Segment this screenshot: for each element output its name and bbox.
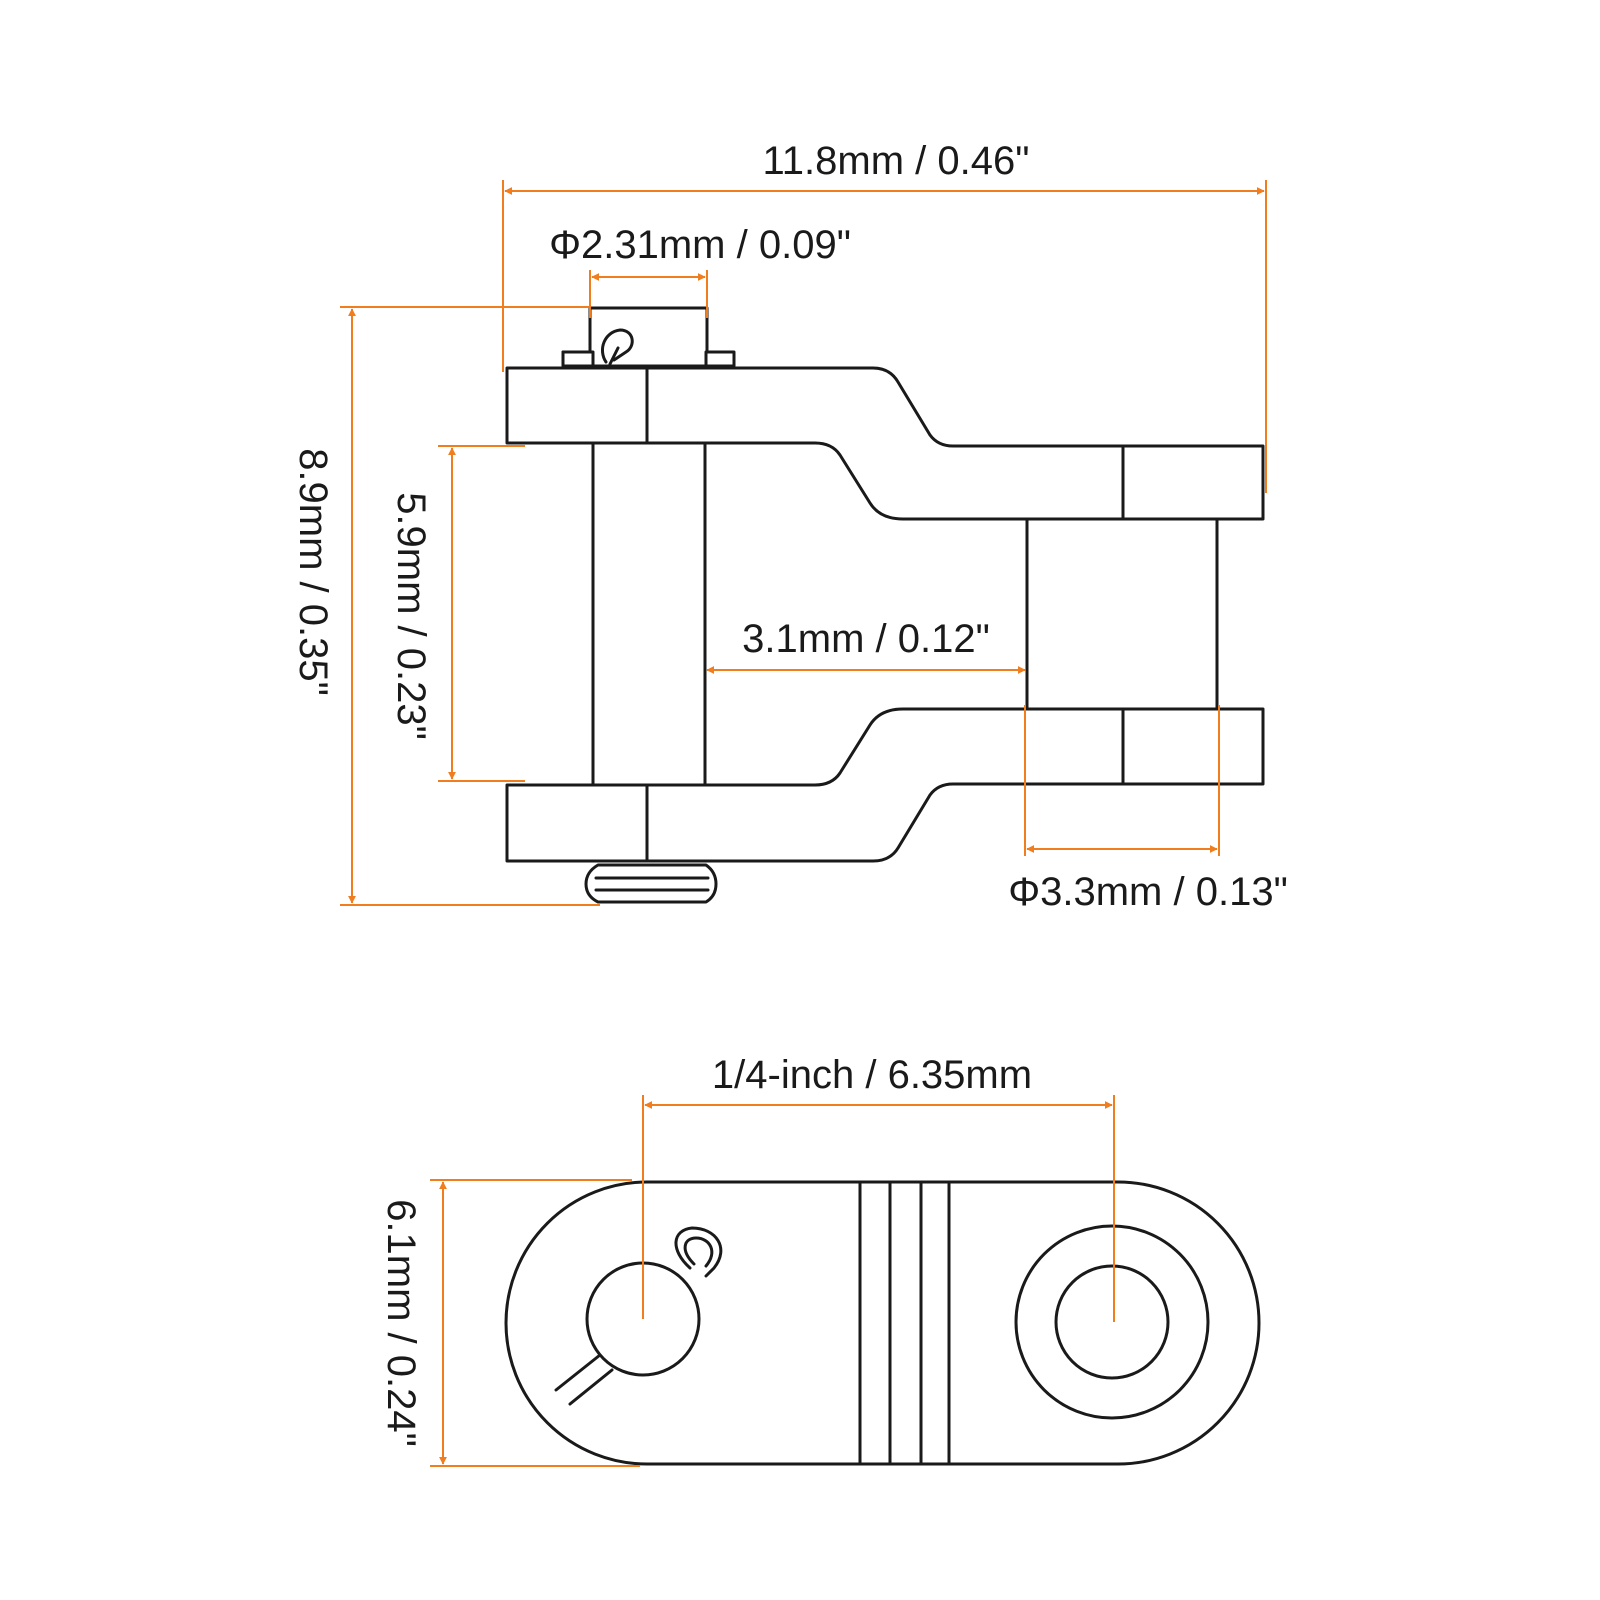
side-view: 11.8mm / 0.46" Φ2.31mm / 0.09" 8.9mm / 0…	[291, 139, 1288, 914]
plate-grooves	[858, 1180, 951, 1466]
dim-plate-height: 6.1mm / 0.24"	[379, 1179, 640, 1467]
dim-pitch: 1/4-inch / 6.35mm	[642, 1053, 1115, 1322]
overall-length-label: 11.8mm / 0.46"	[763, 139, 1030, 183]
roller-gap-label: 3.1mm / 0.12"	[742, 617, 990, 661]
outer-plate-bottom	[505, 707, 1265, 863]
pin-head-top	[561, 306, 736, 368]
overall-height-label: 8.9mm / 0.35"	[291, 448, 335, 696]
roller	[1025, 516, 1219, 712]
cotter-pin-icon	[554, 1226, 723, 1406]
bushing-inner-circle	[1054, 1264, 1170, 1380]
pin-diameter-label: Φ2.31mm / 0.09"	[549, 223, 851, 267]
roller-diameter-label: Φ3.3mm / 0.13"	[1008, 870, 1288, 914]
pitch-label: 1/4-inch / 6.35mm	[712, 1053, 1032, 1097]
dim-overall-length: 11.8mm / 0.46"	[502, 139, 1267, 493]
dim-roller-diameter: Φ3.3mm / 0.13"	[1008, 705, 1288, 914]
dim-roller-gap: 3.1mm / 0.12"	[706, 617, 1026, 674]
outer-plate-top	[505, 366, 1265, 521]
inner-width-label: 5.9mm / 0.23"	[389, 492, 433, 740]
dim-pin-diameter: Φ2.31mm / 0.09"	[549, 223, 851, 318]
pin-head-bottom	[584, 863, 718, 904]
dim-overall-height: 8.9mm / 0.35"	[291, 306, 600, 906]
cotter-pin-icon	[601, 328, 634, 364]
dim-inner-width: 5.9mm / 0.23"	[389, 445, 525, 782]
plate-height-label: 6.1mm / 0.24"	[379, 1199, 423, 1447]
pin-body	[591, 441, 707, 787]
top-view: 1/4-inch / 6.35mm 6.1mm / 0.24"	[379, 1053, 1261, 1467]
